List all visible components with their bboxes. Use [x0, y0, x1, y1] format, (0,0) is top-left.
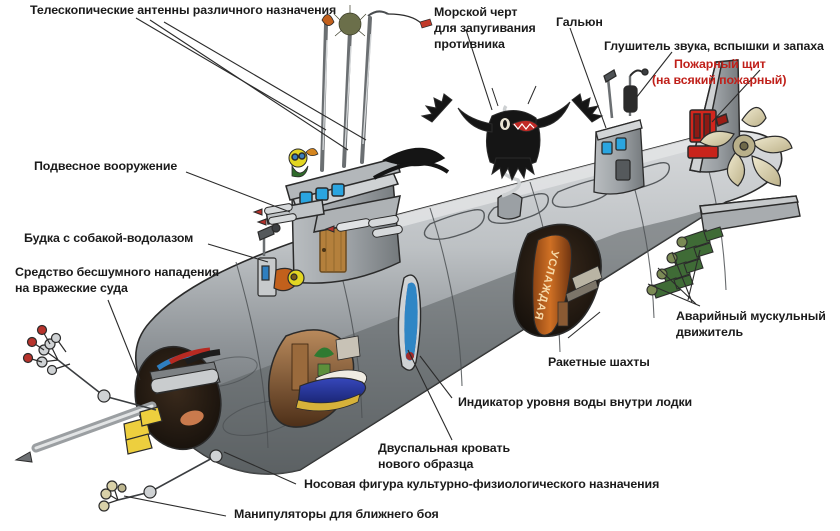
deckhouse	[593, 68, 649, 195]
label-sea-devil-line2: для запугивания	[434, 21, 536, 35]
label-emergency-muscle-line2: движитель	[676, 325, 744, 339]
bedroom-cutaway	[267, 329, 367, 428]
label-sea-devil-line1: Морской черт	[434, 5, 518, 19]
label-manipulators: Манипуляторы для ближнего боя	[234, 507, 439, 521]
label-emergency-muscle-line1: Аварийный мускульный	[676, 309, 826, 323]
hull-main	[134, 130, 783, 475]
label-double-bed-line2: нового образца	[378, 457, 474, 471]
antenna-bush	[333, 5, 367, 37]
propeller	[699, 106, 793, 187]
stern-fin	[687, 59, 741, 173]
label-sea-devil-line3: противника	[434, 37, 505, 51]
gauge-tube	[397, 274, 422, 371]
label-dog-diver-kennel: Будка с собакой-водолазом	[24, 231, 194, 245]
bottle-cutaway: УСЛАЖДАЯ	[512, 223, 603, 338]
label-double-bed-line1: Двуспальная кровать	[378, 441, 510, 455]
label-silencer: Глушитель звука, вспышки и запаха	[604, 39, 824, 53]
label-missile-silos: Ракетные шахты	[548, 355, 650, 369]
label-water-level-indicator: Индикатор уровня воды внутри лодки	[458, 395, 693, 409]
suspended-weapons	[252, 203, 403, 238]
conning-tower	[252, 5, 450, 284]
leader-lines	[107, 17, 761, 517]
label-figurehead: Носовая фигура культурно-физиологическог…	[304, 477, 660, 491]
stern-plane	[699, 195, 801, 233]
label-silent-attack-line2: на вражеские суда	[15, 281, 128, 295]
label-telescopic-antennas: Телескопические антенны различного назна…	[30, 3, 337, 17]
label-silent-attack-line1: Средство бесшумного нападения	[15, 265, 220, 279]
label-suspended-armament: Подвесное вооружение	[34, 159, 178, 173]
sea-devil	[420, 85, 604, 220]
label-fire-board-line2: (на всякий пожарный)	[652, 73, 787, 87]
sail-figure	[288, 148, 319, 178]
label-galley: Гальюн	[556, 15, 603, 29]
bow-cutaway	[14, 345, 222, 463]
kennel	[257, 223, 305, 297]
label-fire-board-line1: Пожарный щит	[674, 57, 766, 71]
